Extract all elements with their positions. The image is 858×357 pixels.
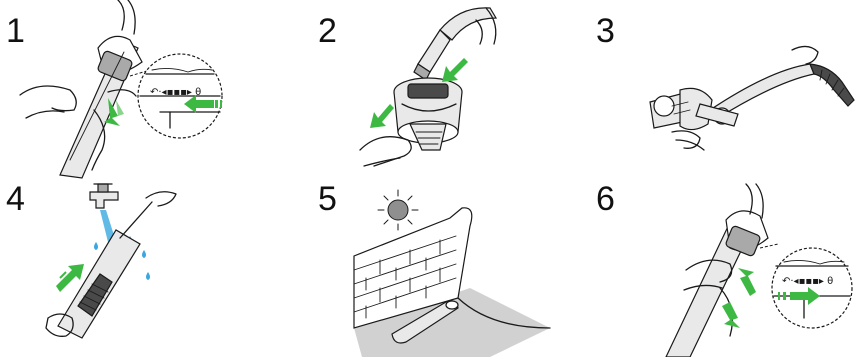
hand-icon	[359, 7, 497, 167]
filter-housing-icon	[393, 77, 463, 151]
green-arrow-icon	[778, 287, 820, 305]
step-1-panel: 1	[0, 0, 290, 179]
unlock-symbol-icon: ↶·◂▪▪▪▸ θ	[150, 87, 201, 98]
cleaning-brush-icon	[57, 201, 153, 339]
step-3-illustration	[649, 45, 855, 151]
step-number: 3	[596, 12, 615, 50]
step-number: 4	[6, 180, 25, 218]
hand-icon	[671, 45, 819, 151]
svg-text:↶·◂▪▪▪▸ θ: ↶·◂▪▪▪▸ θ	[150, 87, 201, 98]
green-arrow-icon	[722, 268, 756, 328]
hand-icon	[45, 191, 177, 337]
step-number: 6	[596, 180, 615, 218]
sun-icon	[377, 189, 419, 231]
hose-icon	[413, 7, 498, 81]
green-arrow-icon	[104, 98, 124, 126]
lock-symbol-icon: ↶·◂▪▪▪▸ θ	[782, 276, 833, 287]
step-number: 5	[318, 180, 337, 218]
hose-icon	[709, 63, 855, 119]
step-2-panel: 2	[290, 0, 580, 178]
step-4-panel: 4	[0, 178, 290, 357]
green-arrow-icon	[56, 264, 84, 292]
hand-icon	[107, 89, 137, 97]
svg-text:↶·◂▪▪▪▸ θ: ↶·◂▪▪▪▸ θ	[782, 276, 833, 287]
step-number: 2	[318, 12, 337, 50]
step-6-illustration: ↶·◂▪▪▪▸ θ	[665, 183, 853, 357]
step-4-illustration	[45, 183, 177, 339]
brick-wall-icon	[353, 207, 551, 329]
vacuum-handle-icon	[59, 0, 143, 179]
brush-nozzle-icon	[649, 87, 739, 131]
step-1-illustration: ↶·◂▪▪▪▸ θ	[19, 0, 223, 179]
step-number: 1	[6, 12, 25, 50]
step-5-illustration	[353, 189, 551, 357]
hand-icon	[19, 85, 106, 171]
step-5-panel: 5	[290, 178, 580, 357]
green-arrow-icon	[370, 58, 468, 128]
vacuum-handle-icon	[665, 183, 769, 357]
zoom-magnifier-icon	[129, 53, 223, 139]
water-tap-icon	[89, 183, 119, 209]
step-3-panel: 3	[580, 0, 858, 178]
drying-part-icon	[391, 300, 459, 344]
green-arrow-icon	[184, 95, 222, 113]
step-6-panel: 6 ↶·◂▪▪▪▸ θ	[580, 178, 858, 357]
step-2-illustration	[359, 7, 498, 167]
